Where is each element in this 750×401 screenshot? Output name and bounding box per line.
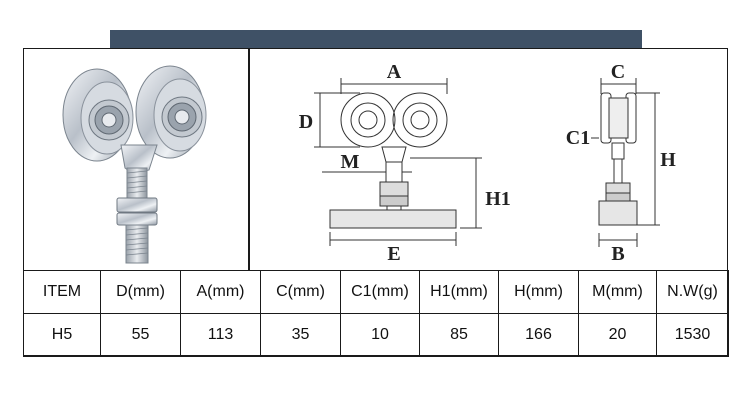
technical-drawing: A D M H1 E C C1 H B bbox=[299, 61, 676, 265]
table-row: H5 55 113 35 10 85 166 20 1530 bbox=[23, 313, 729, 357]
label-H: H bbox=[660, 149, 676, 171]
cell-item: H5 bbox=[23, 313, 101, 357]
label-H1: H1 bbox=[485, 188, 511, 210]
right-wheel bbox=[135, 65, 207, 159]
cell-d: 55 bbox=[100, 313, 181, 357]
cell-h: 166 bbox=[498, 313, 579, 357]
product-photo bbox=[62, 65, 207, 264]
header-a: A(mm) bbox=[180, 270, 261, 314]
cell-c1: 10 bbox=[340, 313, 420, 357]
header-item: ITEM bbox=[23, 270, 101, 314]
table-header-row: ITEM D(mm) A(mm) C(mm) C1(mm) H1(mm) H(m… bbox=[23, 270, 729, 314]
label-M: M bbox=[341, 151, 360, 173]
header-m: M(mm) bbox=[578, 270, 657, 314]
header-d: D(mm) bbox=[100, 270, 181, 314]
label-C: C bbox=[611, 61, 625, 83]
cell-nw: 1530 bbox=[656, 313, 729, 357]
label-A: A bbox=[387, 61, 402, 83]
label-D: D bbox=[299, 111, 313, 133]
header-h: H(mm) bbox=[498, 270, 579, 314]
spec-table: ITEM D(mm) A(mm) C(mm) C1(mm) H1(mm) H(m… bbox=[23, 270, 729, 357]
header-h1: H1(mm) bbox=[419, 270, 499, 314]
label-E: E bbox=[387, 243, 400, 265]
cell-c: 35 bbox=[260, 313, 341, 357]
cell-a: 113 bbox=[180, 313, 261, 357]
front-left-wheel bbox=[340, 92, 396, 148]
vertical-divider bbox=[248, 48, 250, 271]
header-c: C(mm) bbox=[260, 270, 341, 314]
label-C1: C1 bbox=[566, 127, 590, 149]
cell-h1: 85 bbox=[419, 313, 499, 357]
cell-m: 20 bbox=[578, 313, 657, 357]
header-bar bbox=[110, 30, 642, 48]
left-wheel bbox=[62, 68, 134, 162]
header-nw: N.W(g) bbox=[656, 270, 729, 314]
label-B: B bbox=[611, 243, 624, 265]
header-c1: C1(mm) bbox=[340, 270, 420, 314]
front-right-wheel bbox=[392, 92, 448, 148]
